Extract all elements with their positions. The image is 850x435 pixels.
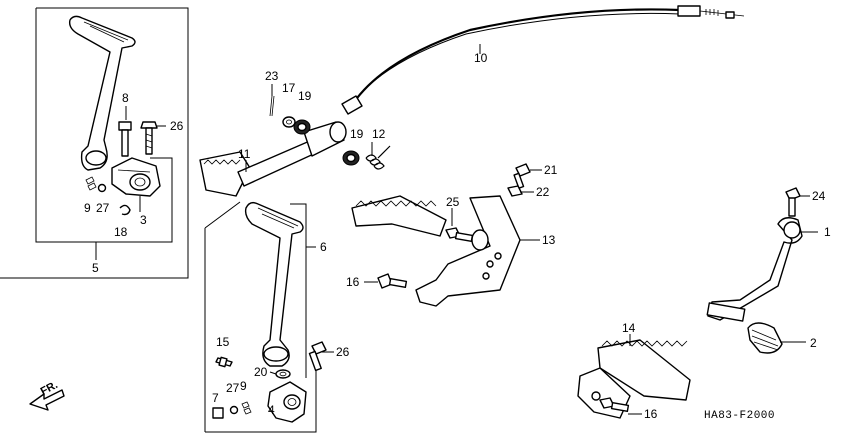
bolt-21 xyxy=(513,163,531,189)
kick-boss-3 xyxy=(111,157,161,197)
callout-23: 23 xyxy=(265,69,279,83)
callout-2: 2 xyxy=(810,336,817,350)
callout-19-lower: 19 xyxy=(350,127,364,141)
callout-13: 13 xyxy=(542,233,556,247)
nut-22 xyxy=(507,185,523,197)
callout-16-lower: 16 xyxy=(644,407,658,421)
footpeg-bracket-13 xyxy=(351,195,521,307)
bolt-25 xyxy=(445,227,474,243)
callout-19-upper: 19 xyxy=(298,89,312,103)
callout-16-middle: 16 xyxy=(346,275,360,289)
callout-3: 3 xyxy=(140,213,147,227)
kick-boss-4 xyxy=(267,381,307,423)
cotter-pin-23 xyxy=(269,95,275,117)
callout-22: 22 xyxy=(536,185,550,199)
shift-lever-1 xyxy=(706,217,803,322)
leader-lines xyxy=(125,44,818,415)
bolt-16-lower xyxy=(599,397,630,413)
callout-6: 6 xyxy=(320,240,327,254)
kick-arm-upper xyxy=(68,15,136,171)
bolt-16-middle xyxy=(377,273,408,289)
callout-8: 8 xyxy=(122,91,129,105)
callout-10: 10 xyxy=(474,51,488,65)
callout-15: 15 xyxy=(216,335,230,349)
spring-9-lower xyxy=(241,401,252,415)
kick-starter-assembly-box-5 xyxy=(0,7,189,279)
callout-27-lower: 27 xyxy=(226,381,240,395)
shift-rubber-2 xyxy=(747,322,783,354)
callout-17: 17 xyxy=(282,81,296,95)
brake-pedal-11 xyxy=(199,121,347,197)
callout-25: 25 xyxy=(446,195,460,209)
callout-9-lower: 9 xyxy=(240,379,247,393)
callout-24: 24 xyxy=(812,189,826,203)
seal-19-upper xyxy=(293,119,311,135)
callout-27-upper: 27 xyxy=(96,201,110,215)
washer-20 xyxy=(275,369,291,379)
kick-arm-assembly-box-6 xyxy=(204,201,317,433)
clip-18 xyxy=(119,204,131,216)
callout-21: 21 xyxy=(544,163,558,177)
return-spring-12 xyxy=(365,145,391,170)
front-direction-arrow-icon xyxy=(29,389,65,411)
washer-27-upper xyxy=(97,183,107,193)
callout-11: 11 xyxy=(238,147,251,161)
callout-12: 12 xyxy=(372,127,386,141)
callout-26-lower: 26 xyxy=(336,345,350,359)
footpeg-14 xyxy=(577,339,691,419)
callout-20: 20 xyxy=(254,365,268,379)
washer-17 xyxy=(282,116,296,128)
bolt-8 xyxy=(118,121,132,157)
bolt-26-upper xyxy=(140,121,158,155)
bolt-26-lower xyxy=(308,341,327,372)
diagram-code: HA83-F2000 xyxy=(704,410,775,422)
brake-cable-10 xyxy=(341,5,745,115)
bolt-15 xyxy=(215,356,233,368)
callout-18: 18 xyxy=(114,225,128,239)
nut-7 xyxy=(212,407,224,419)
washer-27-lower xyxy=(229,405,239,415)
spring-9-upper xyxy=(85,176,97,191)
bolt-24 xyxy=(785,187,801,217)
callout-5: 5 xyxy=(92,261,99,275)
callout-9-upper: 9 xyxy=(84,201,91,215)
callout-14: 14 xyxy=(622,321,636,335)
callout-1: 1 xyxy=(824,225,831,239)
callout-7: 7 xyxy=(212,391,219,405)
callout-4: 4 xyxy=(268,403,275,417)
seal-19-lower xyxy=(342,150,360,166)
callout-labels: 1 2 3 4 5 6 7 8 9 9 10 11 12 13 14 15 16… xyxy=(39,51,831,422)
kick-arm-lower xyxy=(244,201,304,367)
callout-26-upper: 26 xyxy=(170,119,184,133)
